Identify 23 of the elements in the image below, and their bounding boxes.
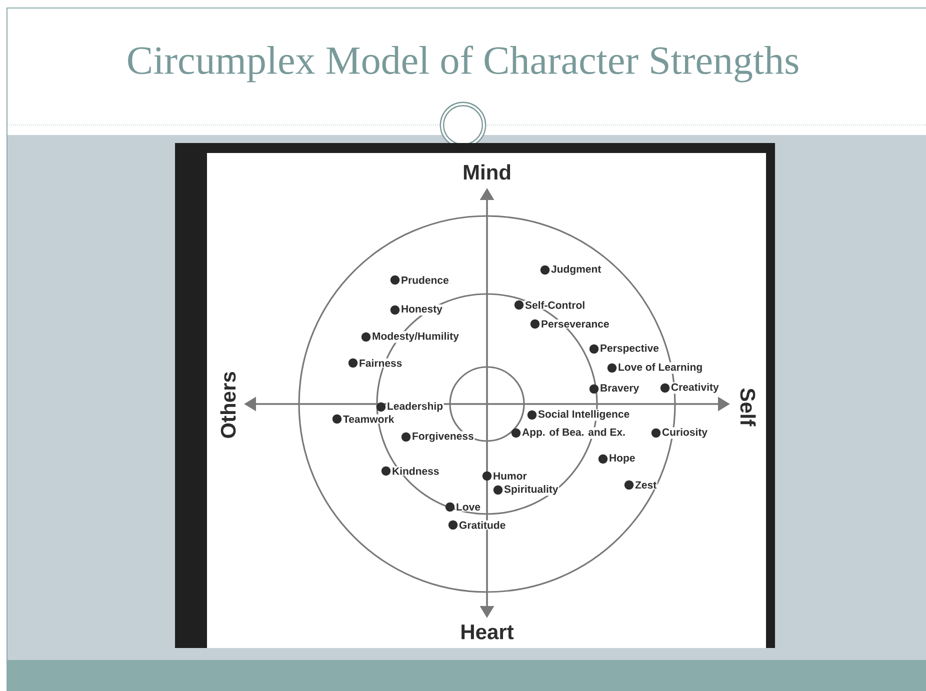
strength-label: Social Intelligence	[537, 409, 630, 421]
strength-label: Forgiveness	[411, 431, 475, 443]
axis-label: Others	[220, 372, 236, 438]
axis-label: Self	[740, 388, 756, 426]
strength-label: Bravery	[599, 384, 640, 394]
axis-label: Mind	[464, 164, 510, 180]
strength-label: Judgment	[550, 264, 602, 276]
strength-label: Curiosity	[661, 427, 708, 439]
strength-label: Love	[455, 502, 482, 512]
strength-label: Creativity	[670, 382, 720, 394]
strength-label: Zest	[634, 480, 658, 490]
title: Circumplex Model of Character Strengths	[128, 46, 798, 82]
strength-label: Hope	[608, 454, 636, 464]
axis-label: Heart	[462, 624, 514, 640]
strength-label: Honesty	[400, 304, 444, 316]
strength-label: Love of Learning	[617, 362, 704, 374]
strength-label: Leadership	[386, 401, 444, 413]
strength-label: Spirituality	[503, 484, 560, 496]
strength-label: App. of Bea. and Ex.	[521, 427, 626, 439]
strength-label: Perseverance	[540, 320, 610, 328]
strength-label: Modesty/Humility	[371, 331, 460, 343]
strength-label: Humor	[492, 472, 528, 480]
strength-label: Perspective	[599, 343, 660, 355]
